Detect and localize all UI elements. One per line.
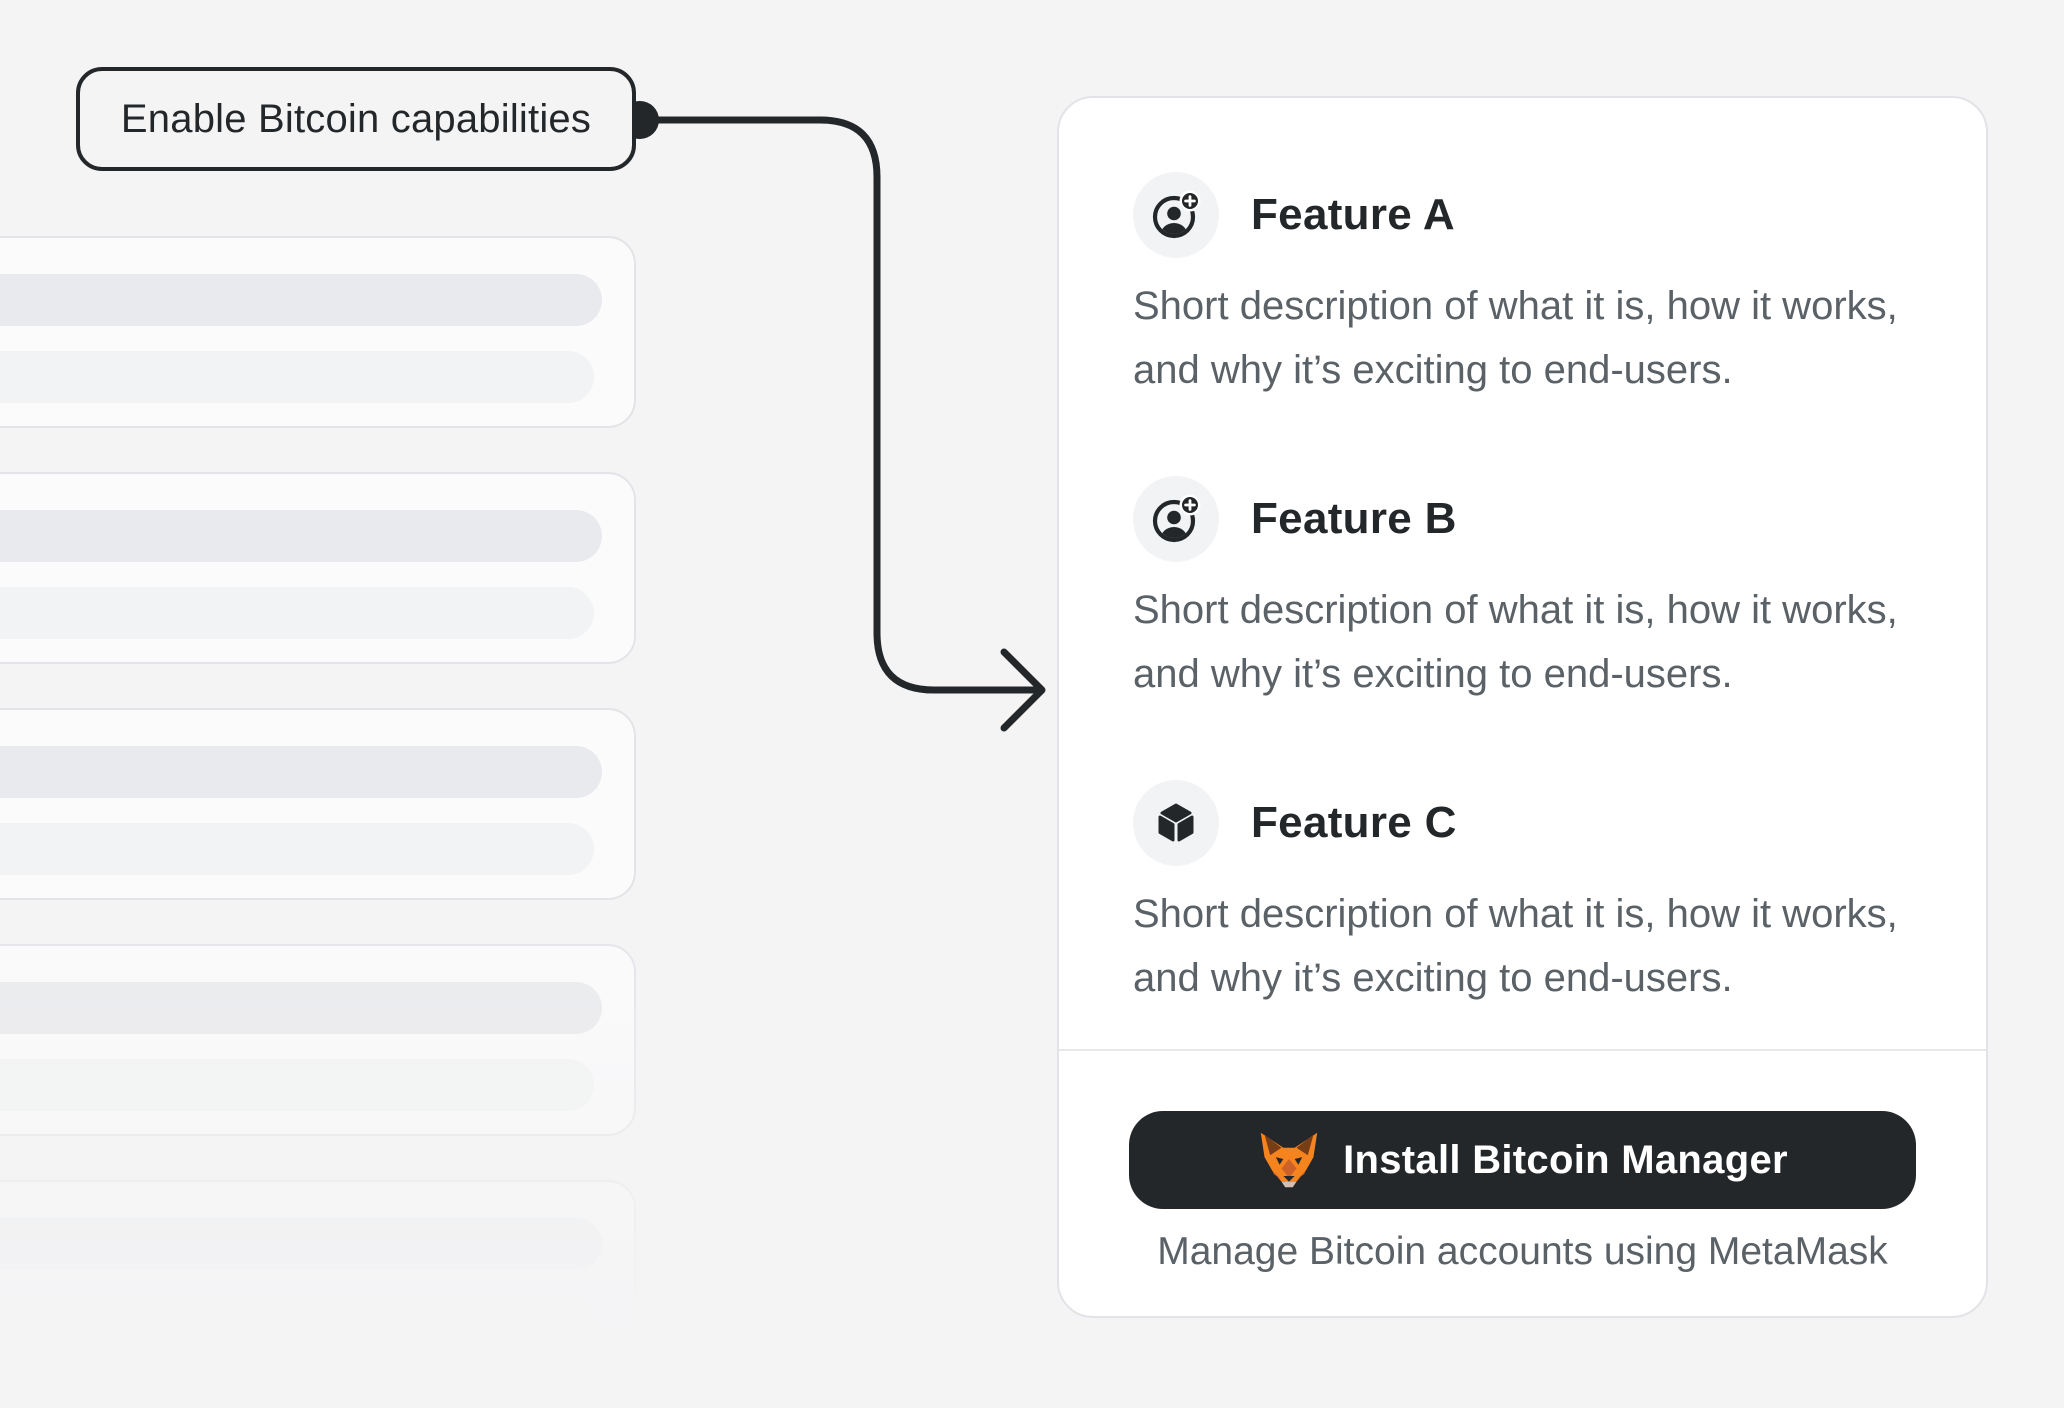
- feature-description: Short description of what it is, how it …: [1133, 588, 1898, 696]
- skeleton-card: [0, 236, 636, 428]
- feature-list: Feature A Short description of what it i…: [1059, 98, 1986, 1010]
- skeleton-card: [0, 1180, 636, 1372]
- skeleton-card: [0, 944, 636, 1136]
- feature-panel: Feature A Short description of what it i…: [1057, 96, 1988, 1318]
- feature-section-c: Feature C Short description of what it i…: [1133, 780, 1916, 1010]
- feature-title: Feature A: [1251, 190, 1456, 239]
- install-bitcoin-manager-button[interactable]: Install Bitcoin Manager: [1129, 1111, 1916, 1209]
- skeleton-row: [0, 1059, 594, 1111]
- skeleton-row: [0, 351, 594, 403]
- install-caption: Manage Bitcoin accounts using MetaMask: [1157, 1230, 1888, 1273]
- skeleton-row: [0, 746, 602, 798]
- feature-header: Feature B: [1133, 476, 1916, 562]
- feature-title: Feature C: [1251, 798, 1457, 847]
- skeleton-row: [0, 587, 594, 639]
- feature-icon-badge: [1133, 172, 1219, 258]
- skeleton-row: [0, 1218, 602, 1270]
- metamask-fox-icon: [1257, 1130, 1321, 1190]
- callout-label: Enable Bitcoin capabilities: [76, 67, 636, 171]
- skeleton-row: [0, 982, 602, 1034]
- cube-icon: [1150, 797, 1202, 849]
- account-plus-icon: [1150, 189, 1202, 241]
- skeleton-card: [0, 708, 636, 900]
- skeleton-card: [0, 472, 636, 664]
- account-plus-icon: [1150, 493, 1202, 545]
- feature-section-b: Feature B Short description of what it i…: [1133, 476, 1916, 706]
- skeleton-row: [0, 1295, 594, 1347]
- feature-icon-badge: [1133, 476, 1219, 562]
- divider: [1059, 1049, 1986, 1051]
- feature-header: Feature C: [1133, 780, 1916, 866]
- feature-header: Feature A: [1133, 172, 1916, 258]
- skeleton-row: [0, 510, 602, 562]
- callout-text: Enable Bitcoin capabilities: [120, 96, 592, 141]
- install-button-label: Install Bitcoin Manager: [1343, 1137, 1788, 1182]
- feature-description: Short description of what it is, how it …: [1133, 284, 1898, 392]
- skeleton-row: [0, 274, 602, 326]
- feature-section-a: Feature A Short description of what it i…: [1133, 172, 1916, 402]
- feature-description: Short description of what it is, how it …: [1133, 892, 1898, 1000]
- feature-title: Feature B: [1251, 494, 1457, 543]
- skeleton-row: [0, 823, 594, 875]
- feature-icon-badge: [1133, 780, 1219, 866]
